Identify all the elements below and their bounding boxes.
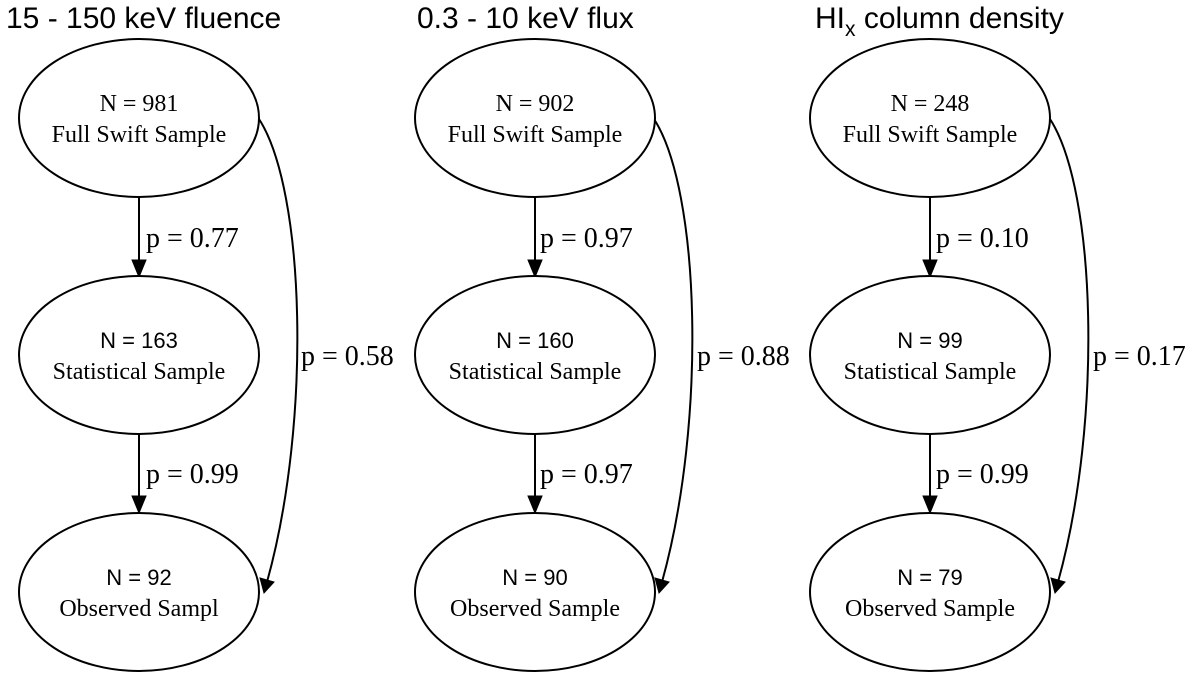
node-label: Statistical Sample	[844, 359, 1017, 385]
arrowhead	[1050, 577, 1066, 595]
arrowhead	[527, 259, 543, 279]
node-count: N = 92	[106, 565, 171, 590]
node-label: Statistical Sample	[449, 359, 622, 385]
edge-full-to-observed	[258, 118, 299, 583]
arrowhead	[259, 577, 275, 595]
edge-label-statistical-to-observed: p = 0.97	[540, 459, 633, 490]
edge-label-full-to-observed: p = 0.88	[697, 341, 790, 372]
node-label: Full Swift Sample	[448, 122, 623, 148]
title-subscript: x	[845, 18, 856, 41]
arrowhead	[131, 495, 147, 515]
node-label: Observed Sample	[450, 596, 620, 622]
node-full-swift-sample	[414, 38, 656, 198]
node-statistical-sample	[414, 275, 656, 435]
arrowhead	[131, 259, 147, 279]
edge-label-full-to-observed: p = 0.17	[1093, 341, 1186, 372]
arrowhead	[654, 577, 670, 595]
node-full-swift-sample	[809, 38, 1051, 198]
node-count: N = 90	[502, 565, 567, 590]
node-full-swift-sample	[18, 38, 260, 198]
node-count: N = 160	[496, 328, 574, 353]
arrowhead	[922, 259, 938, 279]
edge-full-to-observed	[653, 118, 694, 583]
title-main: HI	[815, 2, 845, 35]
arrowhead	[922, 495, 938, 515]
arrowhead	[527, 495, 543, 515]
edge-label-full-to-statistical: p = 0.10	[936, 223, 1029, 254]
node-statistical-sample	[18, 275, 260, 435]
node-label: Statistical Sample	[53, 359, 226, 385]
node-label: Observed Sampl	[59, 596, 219, 622]
node-observed-sample	[809, 512, 1051, 672]
node-statistical-sample	[809, 275, 1051, 435]
node-count: N = 99	[897, 328, 962, 353]
node-observed-sample	[414, 512, 656, 672]
title-rest: column density	[856, 2, 1064, 35]
edge-label-full-to-statistical: p = 0.97	[540, 223, 633, 254]
node-count: N = 248	[891, 91, 970, 117]
panel-column-density: HIx column density p = 0.10 p = 0.99 p =…	[809, 2, 1186, 672]
panel-title: 0.3 - 10 keV flux	[417, 2, 634, 35]
node-count: N = 981	[100, 91, 179, 117]
panel-title: HIx column density	[815, 2, 1064, 41]
node-count: N = 902	[496, 91, 575, 117]
node-count: N = 163	[100, 328, 178, 353]
panel-title: 15 - 150 keV fluence	[6, 2, 281, 35]
node-count: N = 79	[897, 565, 962, 590]
edge-label-full-to-statistical: p = 0.77	[146, 223, 239, 254]
panel-flux: 0.3 - 10 keV flux p = 0.97 p = 0.97 p = …	[414, 2, 790, 672]
edge-label-statistical-to-observed: p = 0.99	[146, 459, 239, 490]
edge-label-statistical-to-observed: p = 0.99	[936, 459, 1029, 490]
edge-label-full-to-observed: p = 0.58	[301, 341, 394, 372]
node-label: Full Swift Sample	[52, 122, 227, 148]
node-label: Full Swift Sample	[843, 122, 1018, 148]
edge-full-to-observed	[1049, 118, 1090, 583]
panel-fluence: 15 - 150 keV fluence p = 0.77 p = 0.99 p…	[6, 2, 394, 672]
node-observed-sample	[18, 512, 260, 672]
node-label: Observed Sample	[845, 596, 1015, 622]
